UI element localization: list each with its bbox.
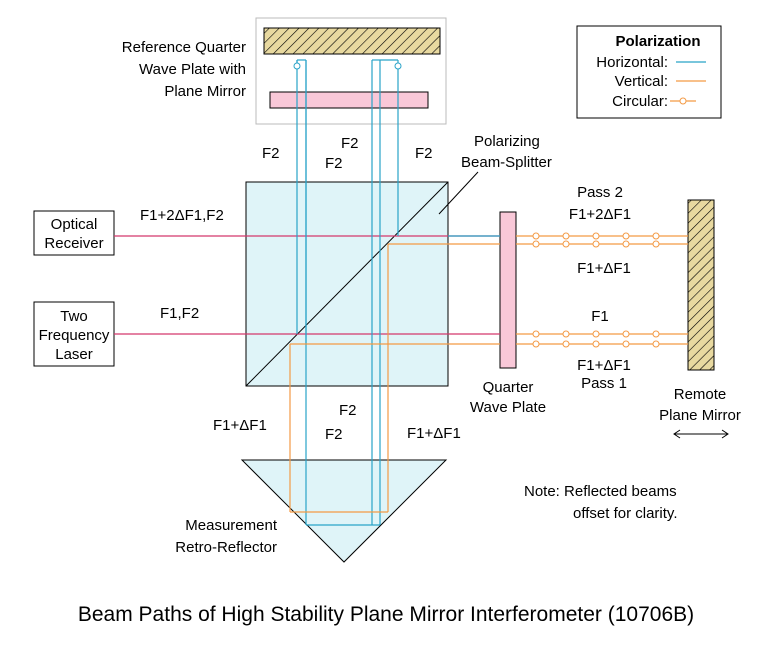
beam-f2-a: F2 [262,145,280,162]
horizontal-beams [296,59,500,526]
label-ref-qwp-1: Reference Quarter [122,39,246,56]
beam-pass2-back: F1+ΔF1 [577,260,631,277]
legend-horizontal: Horizontal: [596,54,668,71]
quarter-wave-plate [499,211,517,369]
beam-bottom-left: F1+ΔF1 [213,417,267,434]
label-laser-2: Frequency [39,327,110,344]
legend-title: Polarization [615,33,700,50]
label-ref-qwp-2: Wave Plate with [139,61,246,78]
label-note-2: offset for clarity. [573,505,677,522]
reference-frame [255,17,447,125]
beam-pass1-out: F1 [591,308,609,325]
beam-laser: F1,F2 [160,305,199,322]
beam-pass2-out: F1+2ΔF1 [569,206,631,223]
legend-box [576,25,722,119]
optical-receiver-box [33,210,115,256]
beam-pass1-back: F1+ΔF1 [577,357,631,374]
pbs-pointer [438,171,479,215]
remote-motion-arrow-right-head [721,429,729,439]
laser-box [33,301,115,367]
legend-vertical: Vertical: [615,73,668,90]
label-laser-1: Two [60,308,88,325]
label-ref-qwp-3: Plane Mirror [164,83,246,100]
beam-pass1: Pass 1 [581,375,627,392]
label-pbs-1: Polarizing [474,133,540,150]
label-qwp-2: Wave Plate [470,399,546,416]
label-remote-1: Remote [674,386,727,403]
label-remote-2: Plane Mirror [659,407,741,424]
beam-bottom-f2-a: F2 [339,402,357,419]
remote-motion-arrow-left-head [673,429,681,439]
reference-quarter-wave-plate [269,91,429,109]
figure-title: Beam Paths of High Stability Plane Mirro… [78,603,694,626]
beam-receiver: F1+2ΔF1,F2 [140,207,224,224]
label-retro-2: Retro-Reflector [175,539,277,556]
beam-f2-b: F2 [325,155,343,172]
retro-reflector [240,459,448,563]
remote-plane-mirror [687,199,715,371]
beam-splitter-diagonal [245,181,449,387]
label-receiver-2: Receiver [44,235,103,252]
circular-markers [293,62,660,348]
reference-mirror [263,27,441,55]
label-receiver-1: Optical [51,216,98,233]
label-note-1: Note: Reflected beams [524,483,677,500]
beam-pass2: Pass 2 [577,184,623,201]
legend-circular-marker [679,97,687,105]
label-pbs-2: Beam-Splitter [461,154,552,171]
label-qwp-1: Quarter [483,379,534,396]
beam-f2-c: F2 [341,135,359,152]
legend-circular: Circular: [612,93,668,110]
label-retro-1: Measurement [185,517,278,534]
beam-bottom-right: F1+ΔF1 [407,425,461,442]
beam-bottom-f2-b: F2 [325,426,343,443]
beam-f2-d: F2 [415,145,433,162]
label-laser-3: Laser [55,346,93,363]
